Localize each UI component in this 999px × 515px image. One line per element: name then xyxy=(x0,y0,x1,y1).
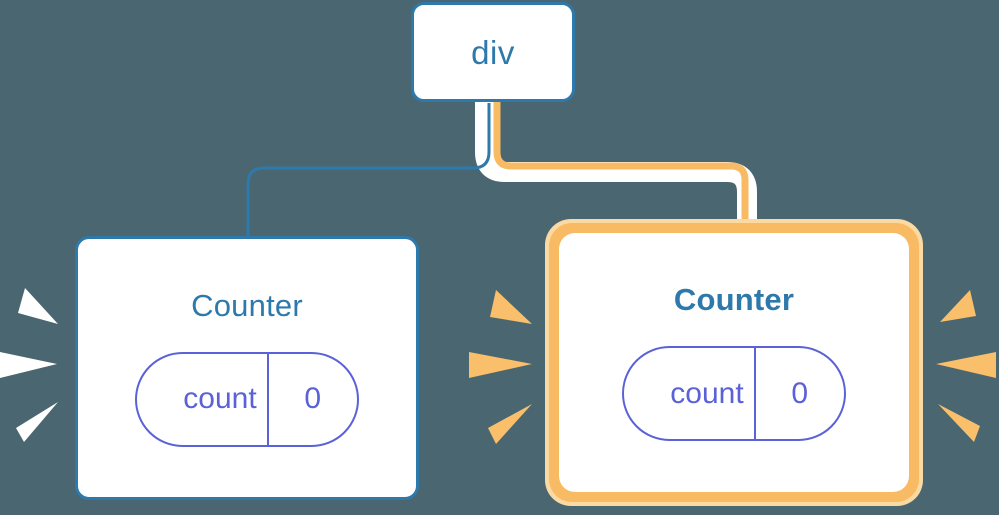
counter-left-title: Counter xyxy=(191,287,303,323)
node-div[interactable]: div xyxy=(411,2,575,102)
ray-orange-mid-top xyxy=(490,290,532,324)
pill-divider xyxy=(753,348,756,439)
counter-left-prop-pill: count 0 xyxy=(135,351,359,447)
sparkle-rays-orange-middle xyxy=(469,290,532,444)
node-div-label: div xyxy=(471,33,515,71)
counter-right-prop-value: 0 xyxy=(791,376,809,410)
counter-left-body: Counter count 0 xyxy=(78,239,416,497)
counter-right-prop-key: count xyxy=(670,376,744,410)
ray-orange-right-bottom xyxy=(938,404,980,442)
ray-orange-mid-bottom xyxy=(488,404,532,444)
sparkle-rays-orange-right xyxy=(936,290,996,442)
counter-right-card: Counter count 0 xyxy=(565,239,903,486)
counter-right-title: Counter xyxy=(673,282,795,317)
counter-left-prop-value: 0 xyxy=(304,382,322,415)
ray-white-bottom xyxy=(16,402,58,442)
ray-white-middle xyxy=(0,352,57,378)
ray-orange-right-top xyxy=(940,290,976,322)
counter-left-prop-key: count xyxy=(183,382,257,415)
ray-orange-right-middle xyxy=(936,352,996,378)
counter-right-prop-pill: count 0 xyxy=(622,346,846,441)
ray-orange-mid-middle xyxy=(469,352,532,378)
pill-divider xyxy=(266,353,269,445)
counter-right-body: Counter count 0 xyxy=(565,239,903,486)
node-counter-left[interactable]: Counter count 0 xyxy=(75,236,419,500)
edge-left-blue xyxy=(246,103,491,238)
sparkle-rays-white xyxy=(0,288,58,442)
node-counter-right[interactable]: Counter count 0 xyxy=(545,219,923,506)
ray-white-top xyxy=(18,288,58,324)
